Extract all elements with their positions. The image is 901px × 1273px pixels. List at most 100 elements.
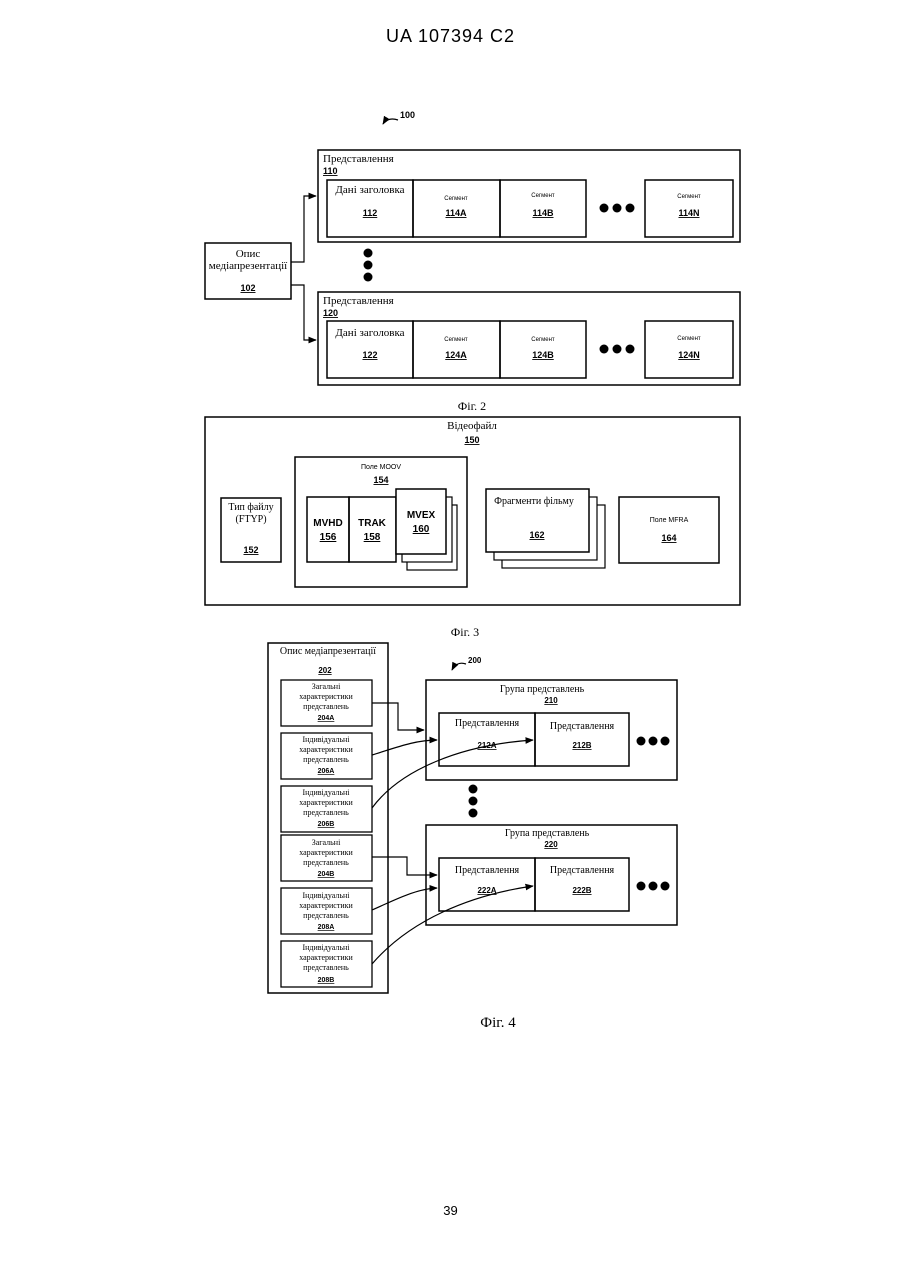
mvex-160-box — [396, 489, 446, 554]
ellipsis-dot — [364, 249, 373, 258]
connector-arrow — [291, 285, 316, 340]
header-data-122-num: 122 — [362, 350, 377, 360]
fig4-caption: Фіг. 4 — [480, 1015, 516, 1031]
moov-154-label: Поле MOOV — [361, 464, 401, 471]
trak-158-label: TRAK — [358, 518, 387, 529]
connector-arrow — [291, 196, 316, 262]
characteristics-206A-num: 206A — [318, 768, 335, 775]
representation-212B-label: Представлення — [550, 721, 615, 732]
characteristics-208A-num: 208A — [318, 924, 335, 931]
ref-arrow-200 — [452, 663, 466, 670]
segment-124A-label: Сегмент — [444, 337, 468, 343]
header-data-112-num: 112 — [363, 208, 378, 218]
ellipsis-dot — [661, 737, 670, 746]
mpd-202-label: Опис медіапрезентації — [280, 646, 376, 657]
characteristics-204A-line2: характеристики — [299, 692, 353, 701]
ellipsis-dot — [469, 797, 478, 806]
mfra-164-num: 164 — [661, 533, 676, 543]
video-file-150-num: 150 — [464, 435, 479, 445]
connector-arrow — [372, 888, 437, 910]
representation-120-num: 120 — [323, 308, 338, 318]
mpd-202-num: 202 — [318, 666, 332, 675]
mvhd-156-box — [307, 497, 349, 562]
segment-124B-label: Сегмент — [531, 337, 555, 343]
characteristics-208B-num: 208B — [318, 977, 335, 984]
page-number: 39 — [0, 1203, 901, 1218]
characteristics-208A-line3: представлень — [303, 911, 349, 920]
characteristics-206B-num: 206B — [318, 821, 335, 828]
fig2: 100 Представлення 110 Дані заголовка 112… — [205, 110, 740, 413]
characteristics-206A-line3: представлень — [303, 755, 349, 764]
segment-114N-label: Сегмент — [677, 194, 701, 200]
ellipsis-dot — [364, 261, 373, 270]
fig2-caption: Фіг. 2 — [458, 399, 486, 413]
characteristics-204B-line3: представлень — [303, 858, 349, 867]
fig3-caption: Фіг. 3 — [451, 625, 479, 639]
ellipsis-dot — [626, 345, 635, 354]
characteristics-206B-line3: представлень — [303, 808, 349, 817]
trak-158-box — [349, 497, 396, 562]
header-data-112-label: Дані заголовка — [335, 184, 404, 196]
characteristics-206A-line2: характеристики — [299, 745, 353, 754]
characteristics-206B-line1: Індивідуальні — [302, 788, 350, 797]
characteristics-208B-line3: представлень — [303, 963, 349, 972]
characteristics-204A-num: 204A — [318, 715, 335, 722]
video-file-150-label: Відеофайл — [447, 420, 497, 432]
characteristics-204B-line1: Загальні — [312, 838, 341, 847]
representation-110-num: 110 — [323, 166, 338, 176]
mvex-160-num: 160 — [413, 524, 430, 535]
ellipsis-dot — [613, 204, 622, 213]
segment-114N-num: 114N — [678, 208, 699, 218]
representation-212A-label: Представлення — [455, 718, 520, 729]
connector-arrow — [372, 740, 533, 808]
characteristics-206B-line2: характеристики — [299, 798, 353, 807]
ftyp-152-line1: Тип файлу — [228, 502, 273, 513]
ref-200: 200 — [468, 656, 482, 665]
characteristics-204A-line1: Загальні — [312, 682, 341, 691]
representation-222B-label: Представлення — [550, 865, 615, 876]
ref-arrow-100 — [383, 119, 398, 124]
characteristics-204A-line3: представлень — [303, 702, 349, 711]
fig3: Відеофайл 150 Тип файлу (FTYP) 152 Поле … — [205, 417, 740, 639]
segment-114B-label: Сегмент — [531, 193, 555, 199]
ellipsis-dot — [613, 345, 622, 354]
segment-124N-num: 124N — [678, 350, 700, 360]
characteristics-208A-line1: Індивідуальні — [302, 891, 350, 900]
characteristics-206A-line1: Індивідуальні — [302, 735, 350, 744]
ellipsis-dot — [661, 882, 670, 891]
fig4: Опис медіапрезентації 202 Загальні харак… — [268, 643, 677, 1031]
representation-222A-label: Представлення — [455, 865, 520, 876]
mpd-102-line2: медіапрезентації — [209, 260, 288, 272]
ellipsis-dot — [469, 809, 478, 818]
segment-124A-num: 124A — [445, 350, 467, 360]
trak-158-num: 158 — [364, 532, 381, 543]
characteristics-208A-line2: характеристики — [299, 901, 353, 910]
ellipsis-dot — [600, 204, 609, 213]
segment-114A-num: 114A — [445, 208, 467, 218]
representation-212B-num: 212B — [572, 741, 591, 750]
ref-100: 100 — [400, 110, 415, 120]
header-data-122-label: Дані заголовка — [335, 327, 404, 339]
ftyp-152-num: 152 — [243, 545, 258, 555]
characteristics-204B-num: 204B — [318, 871, 335, 878]
ellipsis-dot — [649, 882, 658, 891]
connector-arrow — [372, 740, 437, 755]
ftyp-152-line2: (FTYP) — [235, 514, 266, 525]
connector-arrow — [372, 703, 424, 730]
ellipsis-dot — [364, 273, 373, 282]
video-file-150-box — [205, 417, 740, 605]
mpd-102-line1: Опис — [236, 248, 261, 260]
representation-group-220-num: 220 — [544, 840, 558, 849]
representation-group-220-label: Група представлень — [505, 828, 590, 839]
movie-fragments-162-label: Фрагменти фільму — [494, 496, 574, 507]
segment-124B-num: 124B — [532, 350, 554, 360]
representation-group-210-num: 210 — [544, 696, 558, 705]
ellipsis-dot — [637, 737, 646, 746]
mvex-160-label: MVEX — [407, 510, 436, 521]
representation-120-label: Представлення — [323, 295, 394, 307]
segment-114B-num: 114B — [532, 208, 554, 218]
ellipsis-dot — [469, 785, 478, 794]
mfra-164-label: Поле MFRA — [650, 517, 689, 524]
ellipsis-dot — [649, 737, 658, 746]
